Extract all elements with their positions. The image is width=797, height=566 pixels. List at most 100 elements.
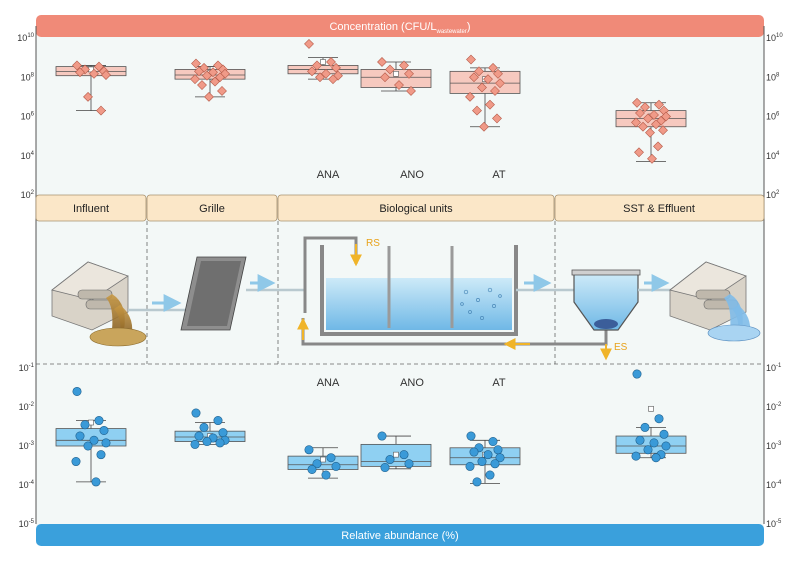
data-point xyxy=(466,54,476,65)
data-point xyxy=(326,57,336,67)
data-point xyxy=(89,435,99,445)
es-label: ES xyxy=(614,342,628,353)
data-point xyxy=(101,70,111,80)
data-point xyxy=(89,68,99,79)
data-point xyxy=(71,457,81,467)
data-point xyxy=(331,461,341,471)
unit-label-ana-top: ANA xyxy=(317,169,340,181)
data-point xyxy=(472,477,482,487)
data-point xyxy=(326,453,336,463)
conc-series-ana xyxy=(287,38,359,85)
data-point xyxy=(469,72,479,83)
mean-marker xyxy=(320,456,326,463)
data-point xyxy=(635,435,645,445)
data-point xyxy=(399,60,409,71)
data-point xyxy=(315,72,325,83)
data-point xyxy=(190,74,200,85)
abund-ytick-left: 10-4 xyxy=(19,480,35,490)
unit-label-ana-bottom: ANA xyxy=(317,377,340,389)
data-point xyxy=(321,68,331,79)
data-point xyxy=(94,61,104,72)
data-point xyxy=(377,57,387,67)
conc-ytick-right: 106 xyxy=(766,112,780,122)
data-point xyxy=(83,441,93,451)
data-point xyxy=(101,438,111,448)
abund-series-ano xyxy=(360,431,432,473)
data-point xyxy=(99,425,109,435)
data-point xyxy=(96,105,106,116)
data-point xyxy=(215,438,225,448)
data-point xyxy=(312,60,322,71)
abund-ytick-left: 10-5 xyxy=(19,519,35,529)
data-point xyxy=(654,99,664,110)
data-point xyxy=(217,86,227,96)
stage-sst-label: SST & Effluent xyxy=(623,203,695,215)
data-point xyxy=(404,68,414,79)
conc-series-at xyxy=(449,54,521,132)
mean-marker xyxy=(320,59,326,65)
data-point xyxy=(199,422,209,432)
conc-series-sst-effluent xyxy=(615,97,687,164)
data-point xyxy=(218,428,228,438)
data-point xyxy=(490,86,500,96)
effluent-outlet-icon xyxy=(669,261,761,342)
data-point xyxy=(488,437,498,447)
data-point xyxy=(474,66,484,77)
data-point xyxy=(661,441,671,451)
data-point xyxy=(493,445,503,455)
data-point xyxy=(307,464,317,474)
data-point xyxy=(385,455,395,465)
influent-outlet-icon xyxy=(51,261,147,347)
conc-ytick-left: 108 xyxy=(21,72,35,82)
data-point xyxy=(649,438,659,448)
data-point xyxy=(321,470,331,480)
data-point xyxy=(631,117,641,128)
data-point xyxy=(640,102,650,113)
data-point xyxy=(312,459,322,469)
stage-biological xyxy=(277,194,555,222)
data-point xyxy=(208,67,218,78)
data-point xyxy=(399,450,409,460)
abund-ytick-left: 10-2 xyxy=(19,402,35,412)
conc-series-ano xyxy=(360,57,432,96)
stage-influent-label: Influent xyxy=(73,203,109,215)
data-point xyxy=(197,80,207,90)
data-point xyxy=(477,457,487,467)
data-point xyxy=(651,453,661,463)
data-point xyxy=(643,113,653,124)
clarifier-icon xyxy=(571,269,641,331)
abund-series-ana xyxy=(287,445,359,480)
concentration-header-bar xyxy=(36,15,764,37)
grille-icon xyxy=(180,256,247,331)
abund-ytick-right: 10-5 xyxy=(766,519,782,529)
data-point xyxy=(377,431,387,441)
data-point xyxy=(194,66,204,77)
data-point xyxy=(485,99,495,110)
conc-ytick-left: 104 xyxy=(21,151,35,161)
data-point xyxy=(635,108,645,118)
conc-ytick-left: 1010 xyxy=(17,33,34,43)
data-point xyxy=(492,113,502,124)
conc-series-influent xyxy=(55,60,127,116)
conc-series-grille xyxy=(174,58,246,102)
data-point xyxy=(653,141,663,152)
data-point xyxy=(191,408,201,418)
data-point xyxy=(190,439,200,449)
data-point xyxy=(385,64,395,75)
data-point xyxy=(94,416,104,426)
data-point xyxy=(191,58,201,69)
mean-marker xyxy=(393,451,399,458)
data-point xyxy=(634,147,644,158)
stage-header-row: Influent Grille Biological units SST & E… xyxy=(35,194,765,222)
abund-series-grille xyxy=(174,408,246,449)
data-point xyxy=(204,91,214,102)
process-illustration: RS ES xyxy=(51,236,761,361)
data-point xyxy=(75,67,85,78)
data-point xyxy=(83,91,93,102)
data-point xyxy=(495,78,505,89)
data-point xyxy=(483,74,493,85)
mean-marker xyxy=(393,70,399,77)
data-point xyxy=(488,62,498,73)
data-point xyxy=(75,431,85,441)
